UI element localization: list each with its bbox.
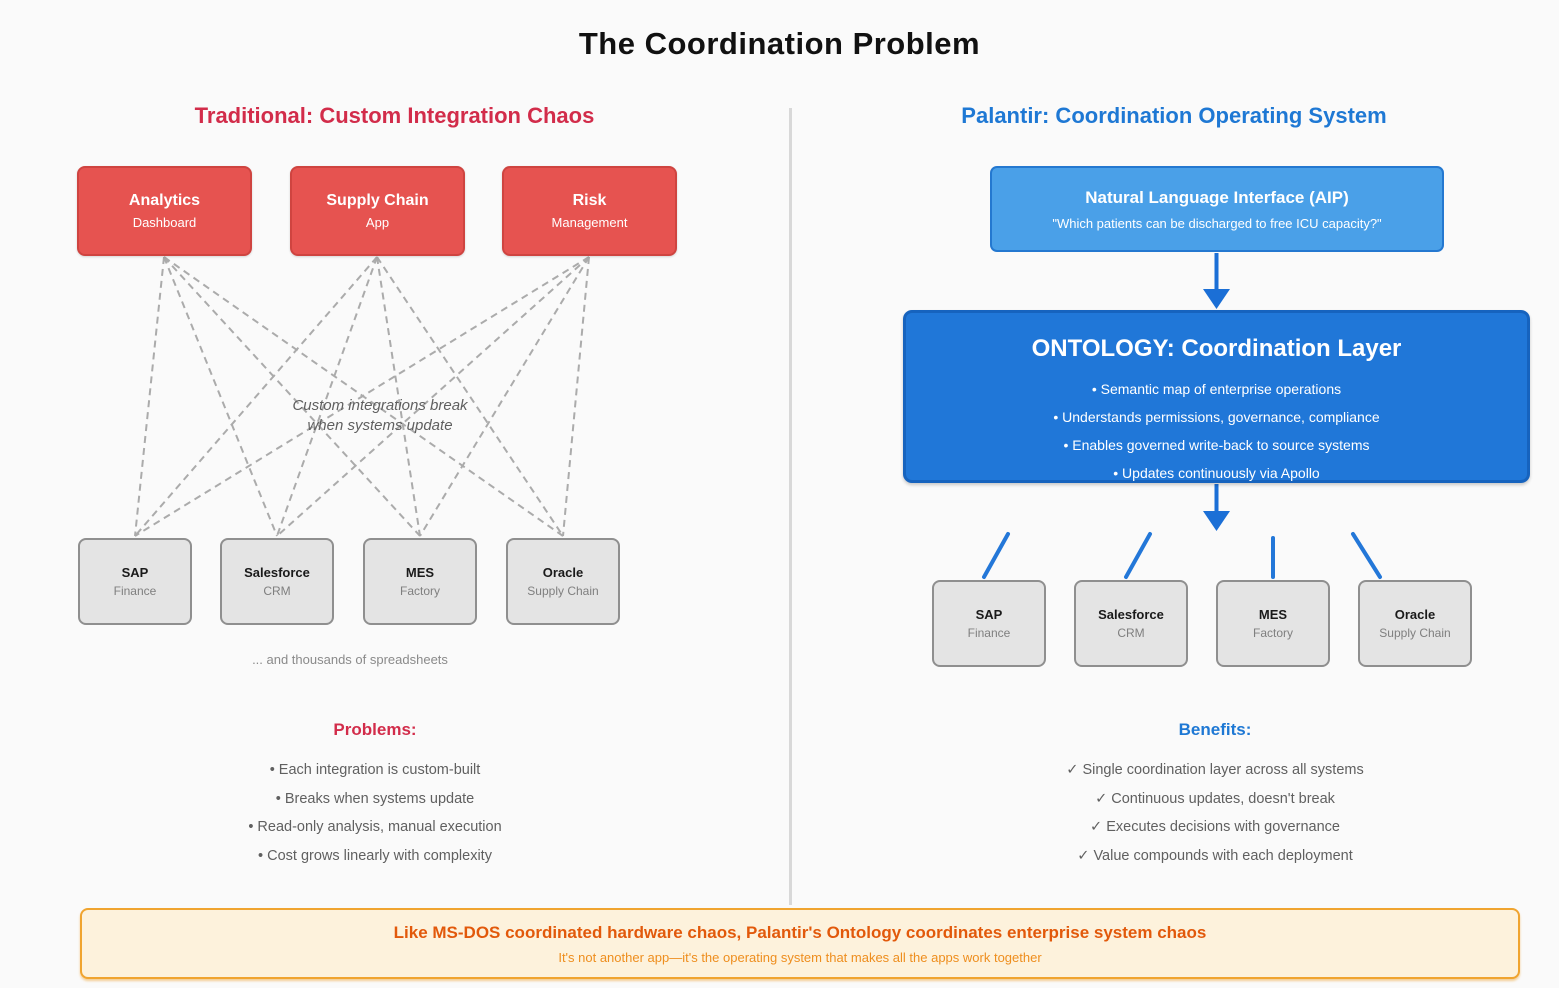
system-box-oracle: Oracle Supply Chain [1358,580,1472,667]
benefits-list: ✓ Single coordination layer across all s… [840,756,1559,870]
ontology-bullet: • Semantic map of enterprise operations [1091,381,1342,397]
benefit-item: ✓ Single coordination layer across all s… [1066,762,1364,778]
system-box-mes: MES Factory [363,538,477,625]
app-title: Risk [572,192,607,209]
problem-item: • Cost grows linearly with complexity [258,847,492,864]
ontology-bullet: • Enables governed write-back to source … [1063,437,1370,453]
app-title: Supply Chain [326,192,429,209]
problems-heading: Problems: [333,720,417,739]
integration-break-note: Custom integrations break when systems u… [292,397,468,434]
ontology-bullet: • Updates continuously via Apollo [1113,465,1320,481]
down-arrow-icon [1203,253,1230,309]
system-title: Oracle [1394,607,1436,622]
system-subtitle: Supply Chain [1379,626,1451,640]
nli-example-query: "Which patients can be discharged to fre… [1052,215,1382,231]
app-subtitle: Management [551,215,628,230]
system-box-salesforce: Salesforce CRM [220,538,334,625]
palantir-heading: Palantir: Coordination Operating System [961,103,1387,128]
problem-item: • Breaks when systems update [275,790,475,807]
nli-box: Natural Language Interface (AIP) "Which … [990,166,1444,252]
ontology-title: ONTOLOGY: Coordination Layer [1031,335,1402,362]
ontology-bullet: • Understands permissions, governance, c… [1053,409,1380,425]
app-box-supply-chain: Supply Chain App [290,166,465,256]
ontology-box: ONTOLOGY: Coordination Layer • Semantic … [903,310,1530,483]
system-box-salesforce: Salesforce CRM [1074,580,1188,667]
system-box-sap: SAP Finance [78,538,192,625]
benefit-item: ✓ Continuous updates, doesn't break [1095,790,1335,807]
system-title: Salesforce [244,565,310,580]
benefit-item: ✓ Executes decisions with governance [1090,819,1340,835]
system-title: SAP [121,565,149,580]
system-box-mes: MES Factory [1216,580,1330,667]
app-subtitle: Dashboard [132,215,197,230]
problems-list: • Each integration is custom-built • Bre… [0,756,750,870]
down-arrow-icon [1203,484,1230,531]
ontology-system-connectors [982,532,1382,579]
problem-item: • Each integration is custom-built [269,762,481,778]
benefits-heading: Benefits: [1178,720,1252,739]
app-subtitle: App [365,215,390,230]
system-title: MES [405,565,435,580]
system-subtitle: Factory [1252,626,1293,640]
system-subtitle: Finance [967,626,1011,640]
system-subtitle: Factory [399,584,440,598]
system-subtitle: CRM [1117,626,1145,640]
app-title: Analytics [128,192,201,209]
column-divider [789,108,792,905]
msdos-analogy-banner: Like MS-DOS coordinated hardware chaos, … [80,908,1520,979]
system-title: Oracle [542,565,584,580]
banner-subtitle: It's not another app—it's the operating … [558,949,1042,965]
page-title: The Coordination Problem [578,26,981,61]
system-subtitle: Supply Chain [527,584,599,598]
system-title: MES [1258,607,1288,622]
spreadsheets-note: ... and thousands of spreadsheets [252,652,448,667]
benefit-item: ✓ Value compounds with each deployment [1077,847,1353,864]
system-title: SAP [975,607,1003,622]
nli-title: Natural Language Interface (AIP) [1085,187,1349,207]
problem-item: • Read-only analysis, manual execution [248,819,502,835]
system-subtitle: Finance [113,584,157,598]
app-box-risk: Risk Management [502,166,677,256]
system-title: Salesforce [1098,607,1164,622]
app-box-analytics: Analytics Dashboard [77,166,252,256]
banner-title: Like MS-DOS coordinated hardware chaos, … [393,922,1207,942]
system-box-oracle: Oracle Supply Chain [506,538,620,625]
system-subtitle: CRM [263,584,291,598]
system-box-sap: SAP Finance [932,580,1046,667]
traditional-heading: Traditional: Custom Integration Chaos [194,103,595,128]
